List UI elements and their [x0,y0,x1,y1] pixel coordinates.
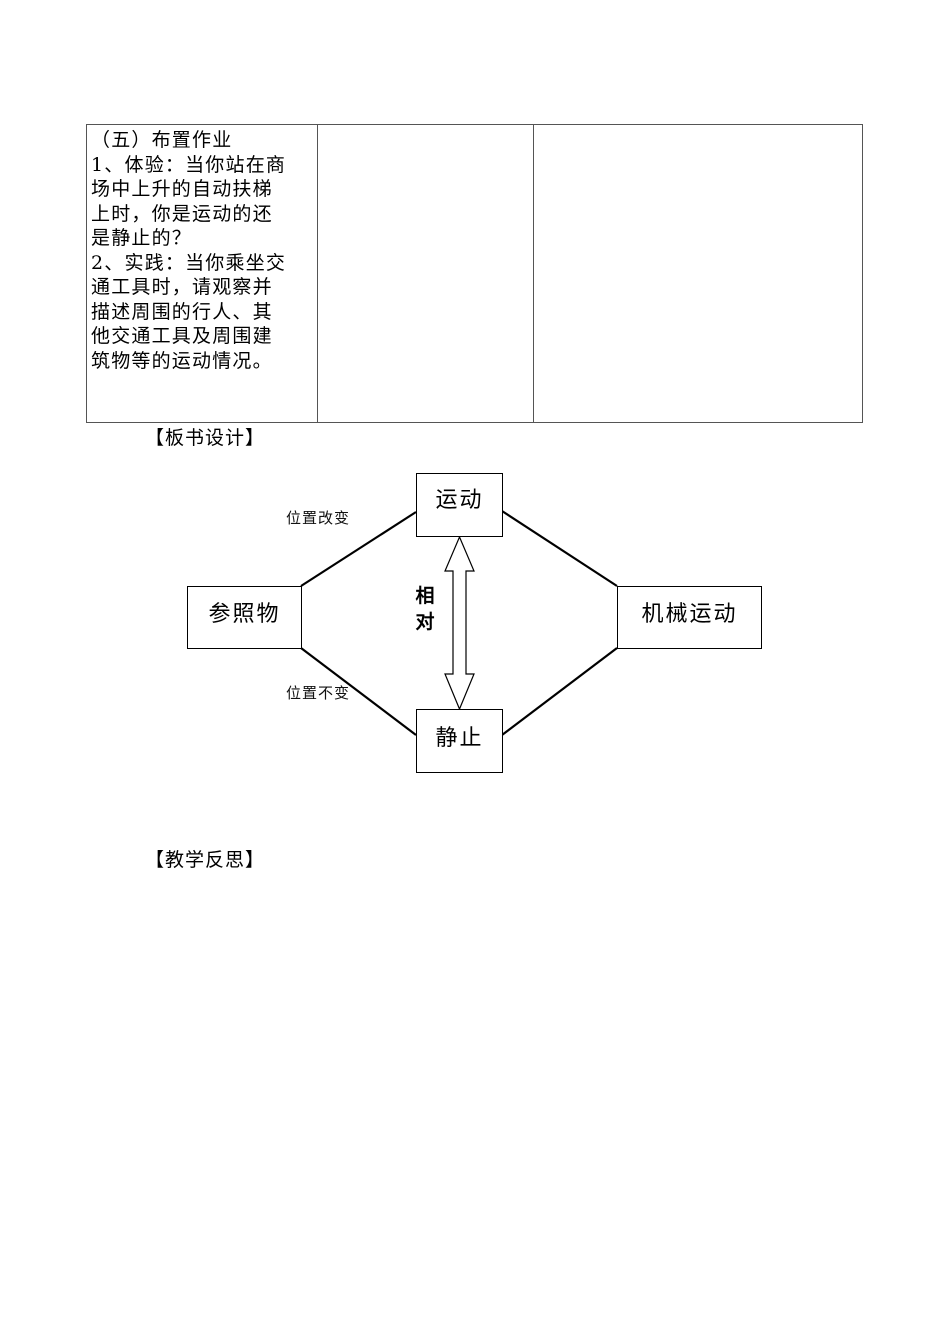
homework-line: 通工具时，请观察并 [91,276,273,298]
relative-char: 对 [415,611,435,633]
node-motion: 运动 [416,473,503,537]
empty-cell-middle [317,124,534,423]
lesson-plan-table: （五）布置作业 1、体验：当你站在商 场中上升的自动扶梯 上时，你是运动的还 是… [86,124,863,423]
connector-line [300,511,417,587]
homework-line: 筑物等的运动情况。 [91,349,273,372]
relative-label: 相 对 [413,583,437,635]
homework-line: 场中上升的自动扶梯 [91,178,273,200]
homework-line: 2、实践：当你乘坐交 [91,251,287,274]
homework-line: 描述周围的行人、其 [91,300,273,323]
homework-cell: （五）布置作业 1、体验：当你站在商 场中上升的自动扶梯 上时，你是运动的还 是… [86,124,318,423]
connector-line [501,510,618,587]
homework-line: 他交通工具及周围建 [91,325,273,347]
relative-char: 相 [415,585,435,607]
node-label: 参照物 [208,602,281,627]
homework-line: （五）布置作业 [91,129,233,151]
connector-line [501,647,618,736]
connector-line [300,647,417,736]
homework-text: （五）布置作业 1、体验：当你站在商 场中上升的自动扶梯 上时，你是运动的还 是… [87,125,317,373]
node-label: 静止 [435,726,484,751]
homework-line: 上时，你是运动的还 [91,202,273,225]
node-rest: 静止 [416,709,503,773]
homework-line: 1、体验：当你站在商 [91,153,287,176]
node-label: 机械运动 [641,602,738,627]
node-mechanical-motion: 机械运动 [617,586,762,649]
teaching-reflection-heading: 【教学反思】 [145,849,266,871]
edge-label-position-changed: 位置改变 [286,509,351,527]
table-row: （五）布置作业 1、体验：当你站在商 场中上升的自动扶梯 上时，你是运动的还 是… [86,124,863,423]
empty-cell-right [533,124,863,423]
edge-label-position-unchanged: 位置不变 [286,684,351,702]
board-design-heading: 【板书设计】 [145,427,266,449]
node-label: 运动 [435,488,484,513]
double-arrow-icon [444,535,475,711]
node-reference: 参照物 [187,586,302,649]
homework-line: 是静止的？ [91,227,193,249]
